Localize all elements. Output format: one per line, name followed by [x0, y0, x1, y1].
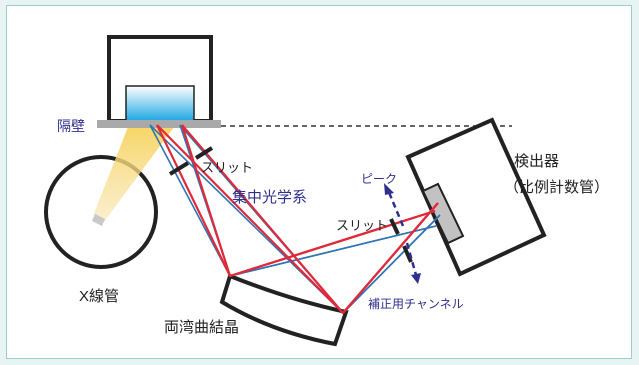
detector-window	[421, 182, 465, 245]
slit-lower-blade-2	[402, 245, 413, 263]
focusing-optics-label: 集中光学系	[232, 189, 307, 206]
red-rays	[156, 124, 439, 315]
correction-arrow-line	[405, 242, 418, 276]
correction-channel-label: 補正用チャンネル	[368, 297, 464, 311]
slit-upper-blade-1	[168, 161, 190, 176]
partition-wall	[97, 120, 221, 128]
correction-arrow-head	[411, 273, 421, 284]
red-ray-4	[181, 124, 439, 315]
red-ray-3	[180, 124, 436, 278]
crystal-label: 両湾曲結晶	[164, 319, 239, 336]
detector-body	[405, 117, 547, 277]
slit-upper-blade-2	[194, 146, 214, 160]
peak-arrow-line	[386, 189, 405, 227]
tube-window	[92, 214, 105, 226]
partition-wall-label: 隔壁	[57, 118, 85, 134]
peak-arrow-head	[384, 183, 394, 195]
detector-label-line2: （比例計数管）	[504, 179, 609, 196]
slit-upper-label: スリット	[201, 160, 253, 175]
sample	[125, 85, 195, 122]
detector-label-line1: 検出器	[514, 153, 559, 170]
xray-tube-label: X線管	[79, 288, 119, 305]
slit-lower-blade-1	[389, 218, 400, 235]
slit-lower-label: スリット	[336, 218, 388, 233]
peak-label: ピーク	[361, 172, 397, 186]
xray-beam	[93, 127, 174, 222]
curved-crystal	[219, 273, 349, 347]
